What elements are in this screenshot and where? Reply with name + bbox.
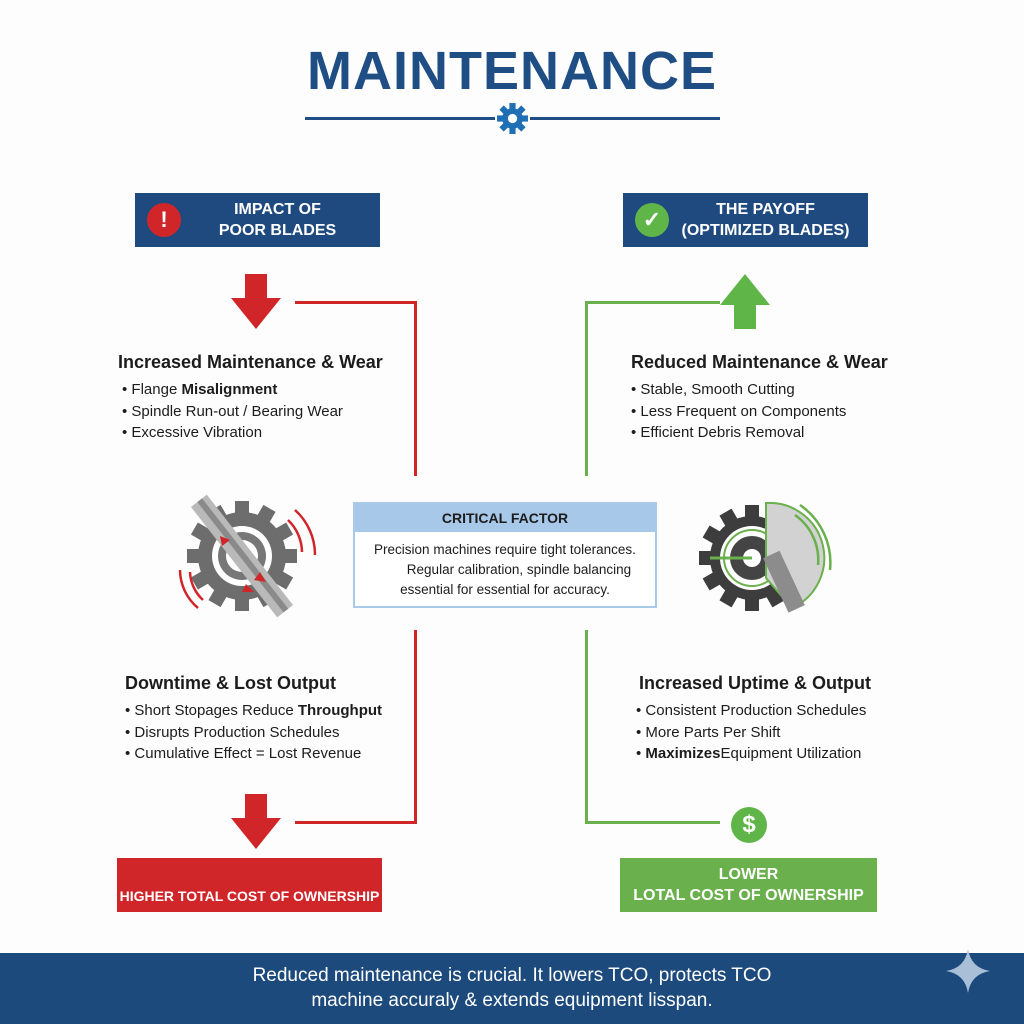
page-title: MAINTENANCE [307, 41, 717, 101]
list-item: Disrupts Production Schedules [125, 722, 382, 744]
header-line: POOR BLADES [218, 222, 337, 239]
section-heading: Downtime & Lost Output [125, 673, 336, 693]
list-item: Consistent Production Schedules [636, 700, 871, 722]
connector-line [414, 301, 417, 476]
up-arrow-icon [720, 274, 770, 329]
item-text: Spindle Run-out / Bearing Wear [131, 402, 343, 420]
optimized-gear-icon [699, 501, 832, 613]
increased-maintenance-section: Increased Maintenance & Wear Flange Misa… [118, 352, 383, 444]
list-item: MaximizesEquipment Utilization [636, 743, 871, 765]
exclamation-icon: ! [147, 203, 181, 237]
item-bold-text: Throughput [297, 702, 383, 719]
dollar-icon: $ [731, 807, 767, 843]
higher-tco-box: HIGHER TOTAL COST OF OWNERSHIP [117, 858, 382, 912]
connector-line [585, 821, 720, 824]
item-text: More Parts Per Shift [645, 723, 781, 741]
section-heading: Reduced Maintenance & Wear [631, 352, 888, 372]
item-text: Short Stopages Reduce [134, 702, 298, 719]
list-item: Excessive Vibration [122, 422, 383, 444]
connector-line [295, 821, 417, 824]
title-divider-right [530, 117, 720, 120]
item-text: Excessive Vibration [131, 424, 263, 441]
check-icon: ✓ [635, 203, 669, 237]
connector-line [414, 630, 417, 824]
title-divider-left [305, 117, 495, 120]
header-line: IMPACT OF [234, 201, 321, 218]
section-heading: Increased Uptime & Output [639, 673, 872, 693]
reduced-maintenance-section: Reduced Maintenance & Wear Stable, Smoot… [631, 352, 888, 444]
result-text: HIGHER TOTAL COST OF OWNERSHIP [119, 888, 380, 904]
list-item: Short Stopages Reduce Throughput [125, 700, 382, 722]
connector-line [585, 301, 720, 304]
footer-banner: Reduced maintenance is crucial. It lower… [0, 953, 1024, 1024]
critical-text: Precision machines require tight toleran… [374, 542, 636, 557]
item-text: Disrupts Production Schedules [134, 723, 340, 741]
list-item: More Parts Per Shift [636, 722, 871, 744]
optimized-blades-header: ✓ THE PAYOFF (OPTIMIZED BLADES) [623, 193, 868, 247]
header-line: (OPTIMIZED BLADES) [681, 222, 850, 239]
list-item: Spindle Run-out / Bearing Wear [122, 401, 383, 423]
uptime-section: Increased Uptime & Output Consistent Pro… [639, 673, 871, 765]
item-text: Cumulative Effect = Lost Revenue [134, 745, 362, 762]
footer-text: machine accuraly & extends equipment lis… [311, 990, 713, 1011]
down-arrow-icon [231, 794, 281, 849]
item-bold-text: Maximizes [645, 745, 721, 762]
header-line: THE PAYOFF [716, 201, 815, 218]
damaged-gear-icon [178, 494, 317, 618]
section-heading: Increased Maintenance & Wear [118, 352, 383, 372]
downtime-section: Downtime & Lost Output Short Stopages Re… [125, 673, 382, 765]
footer-text: Reduced maintenance is crucial. It lower… [252, 965, 772, 986]
critical-factor-box: CRITICAL FACTOR Precision machines requi… [353, 502, 657, 608]
down-arrow-icon [231, 274, 281, 329]
item-text: Flange [131, 381, 182, 398]
connector-line [295, 301, 417, 304]
list-item: Stable, Smooth Cutting [631, 379, 888, 401]
list-item: Efficient Debris Removal [631, 422, 888, 444]
item-text: Consistent Production Schedules [645, 702, 867, 719]
result-text: LOWER [718, 866, 779, 883]
gear-icon [497, 103, 528, 134]
list-item: Cumulative Effect = Lost Revenue [125, 743, 382, 765]
result-text: LOTAL COST OF OWNERSHIP [633, 887, 864, 904]
critical-text: Regular calibration, spindle balancing [406, 562, 632, 577]
critical-text: essential for essential for accuracy. [400, 582, 610, 597]
item-bold-text: Misalignment [181, 381, 278, 398]
connector-line [585, 630, 588, 824]
poor-blades-header: ! IMPACT OF POOR BLADES [135, 193, 380, 247]
sparkle-icon [946, 949, 990, 993]
critical-factor-heading: CRITICAL FACTOR [355, 504, 655, 532]
lower-tco-box: LOWER LOTAL COST OF OWNERSHIP [620, 858, 877, 912]
item-text: Equipment Utilization [720, 745, 862, 762]
list-item: Flange Misalignment [122, 379, 383, 401]
list-item: Less Frequent on Components [631, 401, 888, 423]
connector-line [585, 301, 588, 476]
